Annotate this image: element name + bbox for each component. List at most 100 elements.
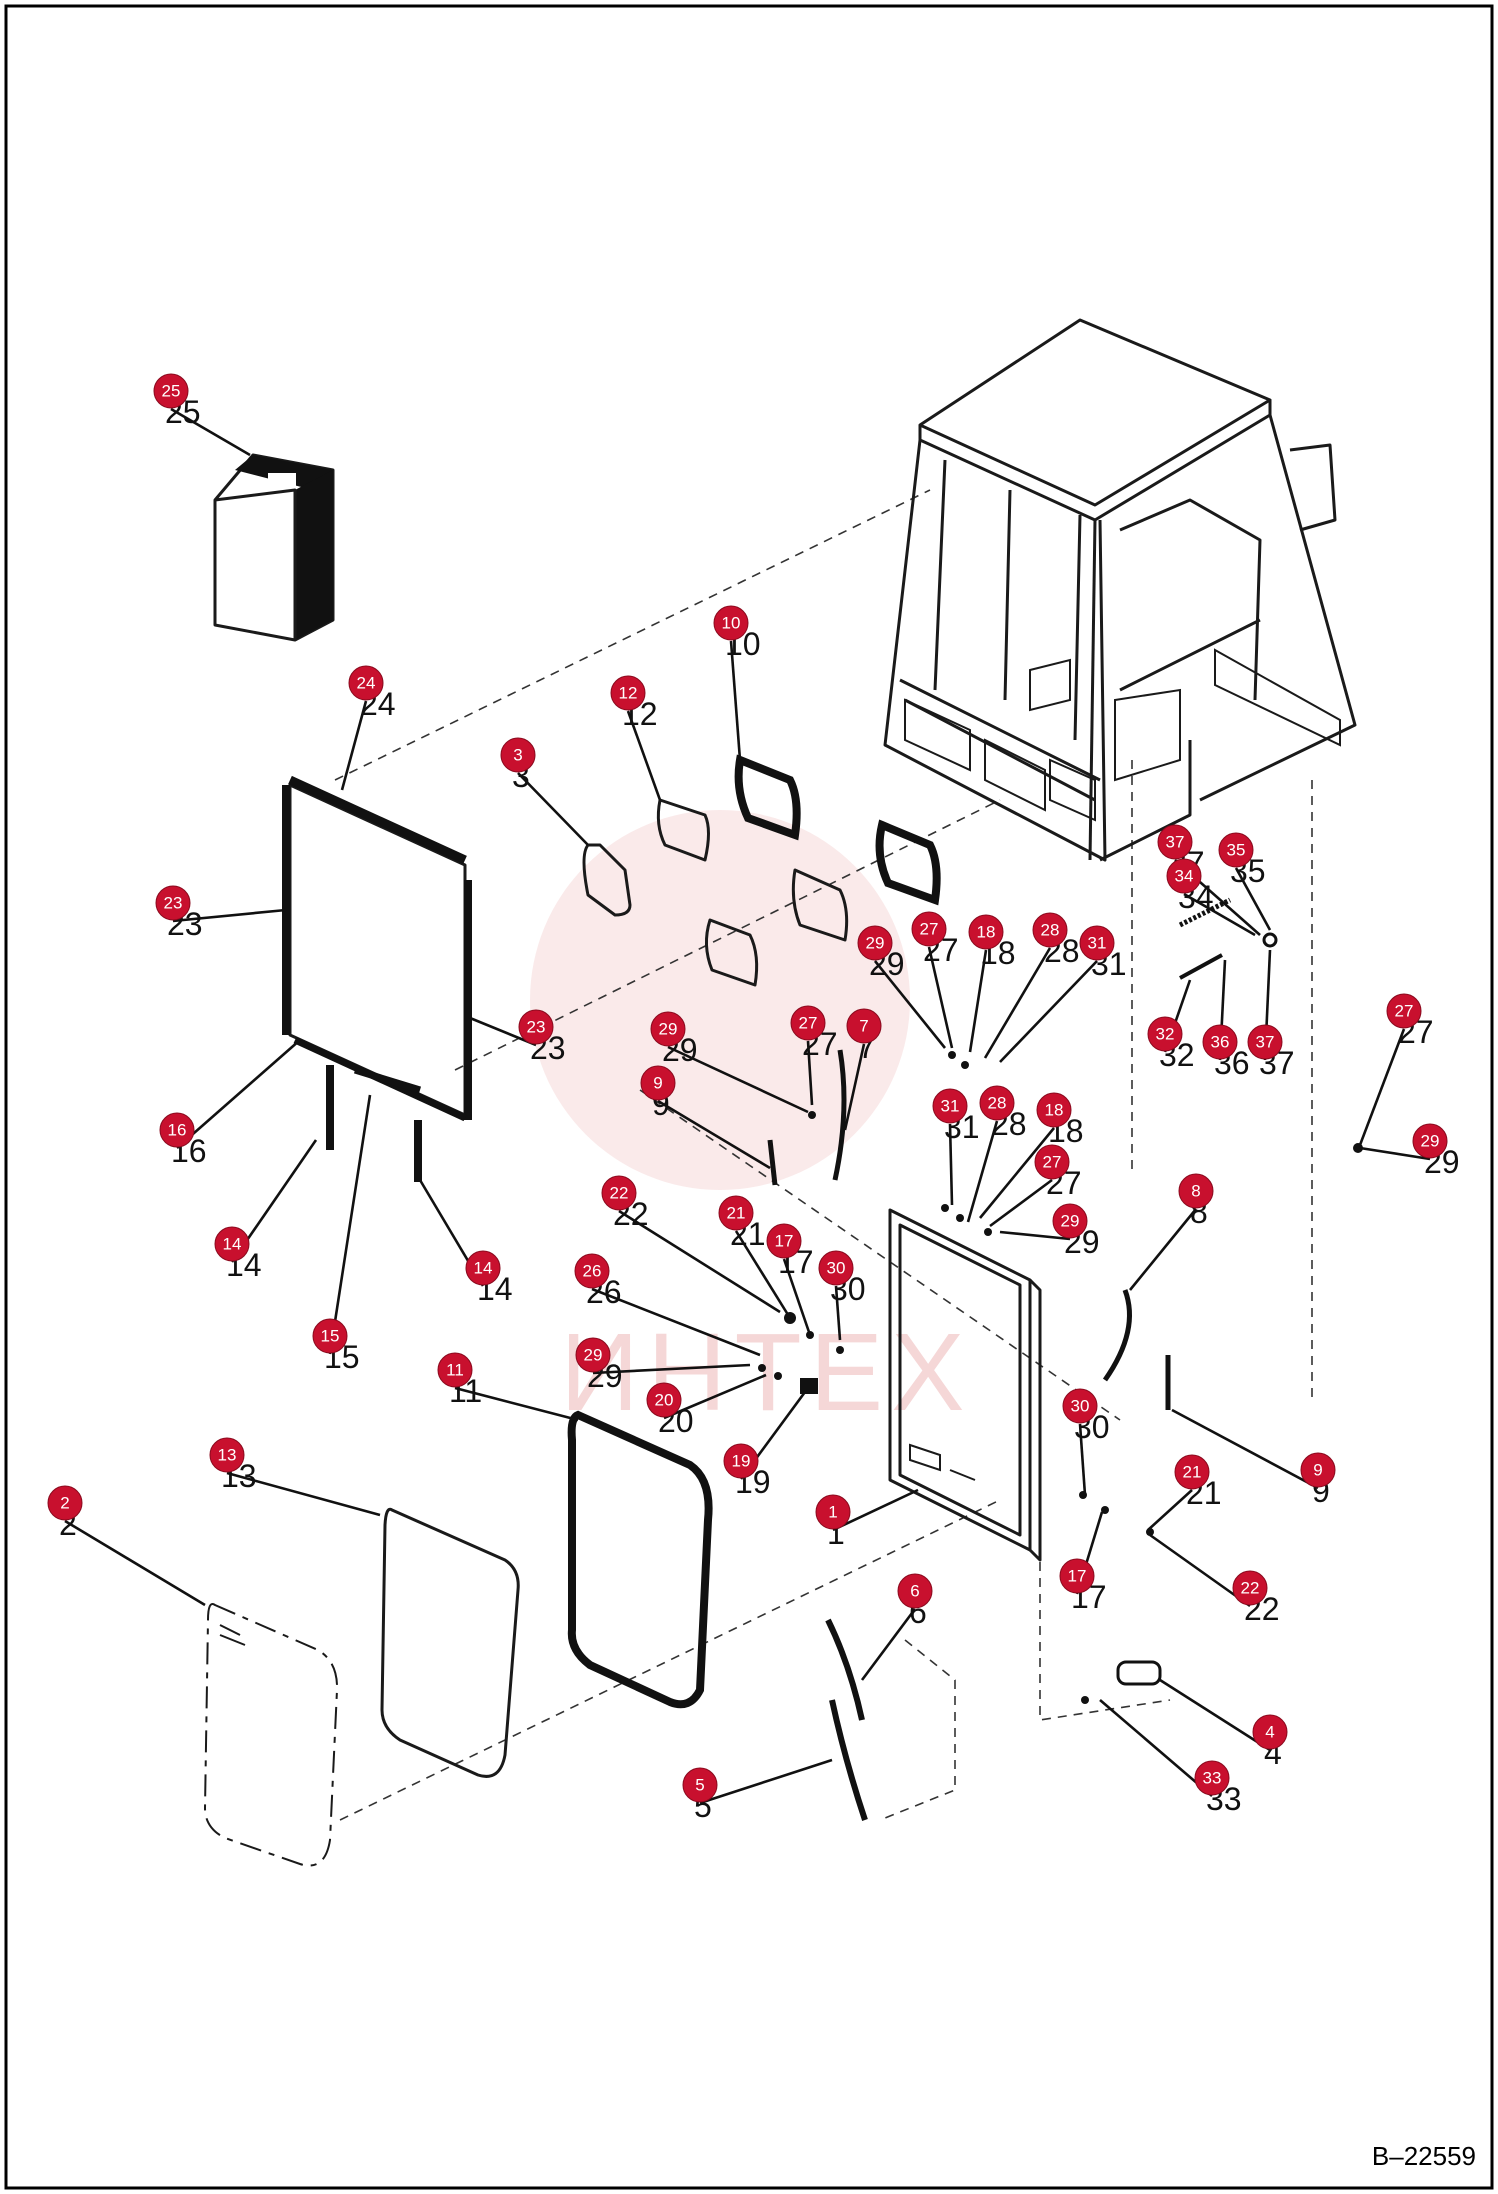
part-callout-5[interactable]: 5 — [682, 1767, 718, 1803]
callout-badge-17[interactable] — [766, 1223, 802, 1259]
callout-badge-29[interactable] — [1052, 1203, 1088, 1239]
callout-badge-25[interactable] — [153, 373, 189, 409]
callout-badge-28[interactable] — [979, 1085, 1015, 1121]
callout-badge-18[interactable] — [968, 914, 1004, 950]
part-callout-29[interactable]: 29 — [650, 1011, 686, 1047]
callout-badge-9[interactable] — [1300, 1452, 1336, 1488]
part-callout-37[interactable]: 37 — [1157, 824, 1193, 860]
part-callout-23[interactable]: 23 — [155, 885, 191, 921]
part-callout-20[interactable]: 20 — [646, 1382, 682, 1418]
part-callout-27[interactable]: 27 — [790, 1005, 826, 1041]
callout-badge-19[interactable] — [723, 1443, 759, 1479]
part-callout-11[interactable]: 11 — [437, 1352, 473, 1388]
callout-badge-18[interactable] — [1036, 1092, 1072, 1128]
callout-badge-33[interactable] — [1194, 1760, 1230, 1796]
callout-badge-29[interactable] — [575, 1337, 611, 1373]
part-callout-21[interactable]: 21 — [1174, 1454, 1210, 1490]
part-callout-22[interactable]: 22 — [1232, 1570, 1268, 1606]
part-callout-6[interactable]: 6 — [897, 1573, 933, 1609]
part-callout-31[interactable]: 31 — [1079, 925, 1115, 961]
callout-badge-26[interactable] — [574, 1253, 610, 1289]
part-callout-17[interactable]: 17 — [1059, 1558, 1095, 1594]
part-callout-37[interactable]: 37 — [1247, 1024, 1283, 1060]
callout-badge-36[interactable] — [1202, 1024, 1238, 1060]
part-callout-27[interactable]: 27 — [911, 911, 947, 947]
callout-badge-23[interactable] — [518, 1009, 554, 1045]
callout-badge-22[interactable] — [601, 1175, 637, 1211]
callout-badge-27[interactable] — [911, 911, 947, 947]
part-callout-29[interactable]: 29 — [1412, 1123, 1448, 1159]
part-callout-1[interactable]: 1 — [815, 1494, 851, 1530]
callout-badge-23[interactable] — [155, 885, 191, 921]
callout-badge-20[interactable] — [646, 1382, 682, 1418]
callout-badge-29[interactable] — [857, 925, 893, 961]
callout-badge-31[interactable] — [932, 1088, 968, 1124]
part-callout-23[interactable]: 23 — [518, 1009, 554, 1045]
callout-badge-6[interactable] — [897, 1573, 933, 1609]
callout-badge-13[interactable] — [209, 1437, 245, 1473]
part-callout-29[interactable]: 29 — [575, 1337, 611, 1373]
callout-badge-37[interactable] — [1247, 1024, 1283, 1060]
callout-badge-14[interactable] — [214, 1226, 250, 1262]
part-callout-12[interactable]: 12 — [610, 675, 646, 711]
part-callout-29[interactable]: 29 — [1052, 1203, 1088, 1239]
part-callout-15[interactable]: 15 — [312, 1318, 348, 1354]
callout-badge-30[interactable] — [1062, 1388, 1098, 1424]
part-callout-14[interactable]: 14 — [465, 1250, 501, 1286]
part-callout-24[interactable]: 24 — [348, 665, 384, 701]
part-callout-21[interactable]: 21 — [718, 1195, 754, 1231]
callout-badge-3[interactable] — [500, 737, 536, 773]
part-callout-36[interactable]: 36 — [1202, 1024, 1238, 1060]
part-callout-9[interactable]: 9 — [1300, 1452, 1336, 1488]
part-callout-28[interactable]: 28 — [1032, 912, 1068, 948]
callout-badge-35[interactable] — [1218, 832, 1254, 868]
callout-badge-27[interactable] — [790, 1005, 826, 1041]
part-callout-27[interactable]: 27 — [1034, 1144, 1070, 1180]
callout-badge-9[interactable] — [640, 1065, 676, 1101]
part-callout-18[interactable]: 18 — [968, 914, 1004, 950]
callout-badge-2[interactable] — [47, 1485, 83, 1521]
callout-badge-8[interactable] — [1178, 1173, 1214, 1209]
part-callout-30[interactable]: 30 — [1062, 1388, 1098, 1424]
callout-badge-21[interactable] — [1174, 1454, 1210, 1490]
callout-badge-24[interactable] — [348, 665, 384, 701]
part-callout-9[interactable]: 9 — [640, 1065, 676, 1101]
callout-badge-4[interactable] — [1252, 1714, 1288, 1750]
callout-badge-14[interactable] — [465, 1250, 501, 1286]
part-callout-32[interactable]: 32 — [1147, 1016, 1183, 1052]
callout-badge-16[interactable] — [159, 1112, 195, 1148]
callout-badge-10[interactable] — [713, 605, 749, 641]
callout-badge-32[interactable] — [1147, 1016, 1183, 1052]
callout-badge-29[interactable] — [650, 1011, 686, 1047]
callout-badge-27[interactable] — [1386, 993, 1422, 1029]
callout-badge-11[interactable] — [437, 1352, 473, 1388]
callout-badge-22[interactable] — [1232, 1570, 1268, 1606]
part-callout-8[interactable]: 8 — [1178, 1173, 1214, 1209]
callout-badge-1[interactable] — [815, 1494, 851, 1530]
callout-badge-17[interactable] — [1059, 1558, 1095, 1594]
callout-badge-34[interactable] — [1166, 858, 1202, 894]
part-callout-31[interactable]: 31 — [932, 1088, 968, 1124]
part-callout-34[interactable]: 34 — [1166, 858, 1202, 894]
part-callout-30[interactable]: 30 — [818, 1250, 854, 1286]
part-callout-29[interactable]: 29 — [857, 925, 893, 961]
callout-badge-12[interactable] — [610, 675, 646, 711]
callout-badge-30[interactable] — [818, 1250, 854, 1286]
part-callout-17[interactable]: 17 — [766, 1223, 802, 1259]
part-callout-16[interactable]: 16 — [159, 1112, 195, 1148]
callout-badge-5[interactable] — [682, 1767, 718, 1803]
part-callout-33[interactable]: 33 — [1194, 1760, 1230, 1796]
part-callout-26[interactable]: 26 — [574, 1253, 610, 1289]
part-callout-2[interactable]: 2 — [47, 1485, 83, 1521]
part-callout-25[interactable]: 25 — [153, 373, 189, 409]
part-callout-7[interactable]: 7 — [846, 1008, 882, 1044]
part-callout-19[interactable]: 19 — [723, 1443, 759, 1479]
callout-badge-7[interactable] — [846, 1008, 882, 1044]
part-callout-4[interactable]: 4 — [1252, 1714, 1288, 1750]
callout-badge-37[interactable] — [1157, 824, 1193, 860]
callout-badge-21[interactable] — [718, 1195, 754, 1231]
part-callout-35[interactable]: 35 — [1218, 832, 1254, 868]
part-callout-13[interactable]: 13 — [209, 1437, 245, 1473]
part-callout-14[interactable]: 14 — [214, 1226, 250, 1262]
callout-badge-15[interactable] — [312, 1318, 348, 1354]
